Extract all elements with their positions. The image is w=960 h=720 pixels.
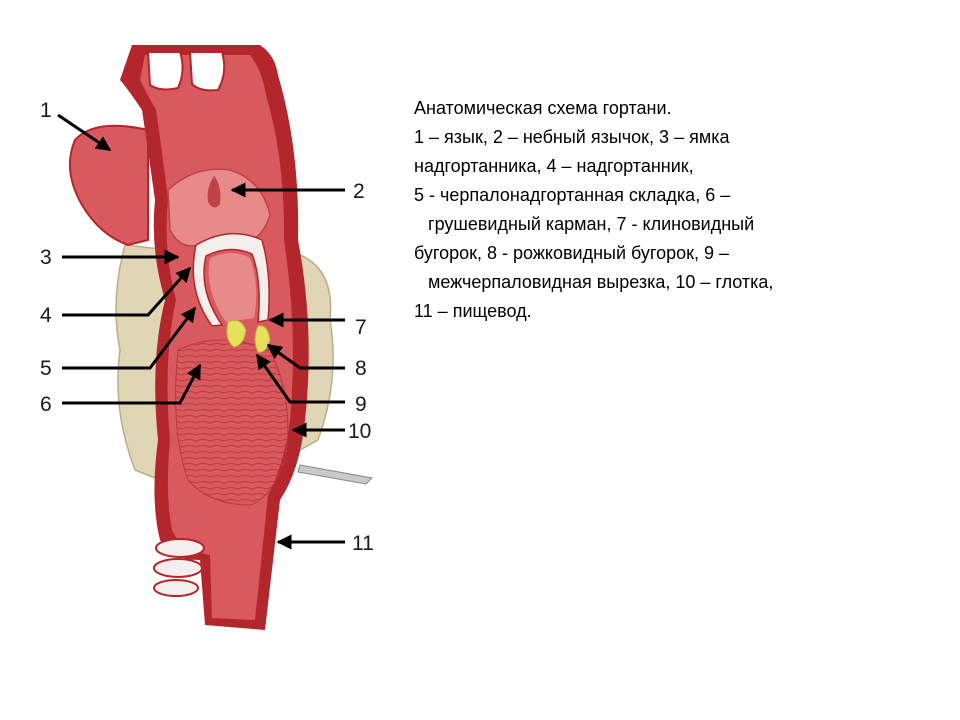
caption-line: надгортанника, 4 – надгортанник, (414, 156, 694, 176)
tracheal-rings (153, 538, 205, 597)
caption-line: межчерпаловидная вырезка, 10 – глотка, (428, 272, 774, 292)
figure-caption: Анатомическая схема гортани. 1 – язык, 2… (414, 94, 934, 326)
caption-line: грушевидный карман, 7 - клиновидный (428, 214, 755, 234)
label-9: 9 (355, 393, 367, 416)
label-8: 8 (355, 357, 367, 380)
label-7: 7 (355, 316, 367, 339)
probe (297, 464, 374, 485)
label-10: 10 (348, 420, 371, 443)
arrow-9 (255, 353, 345, 404)
label-1: 1 (40, 99, 52, 122)
tongue (68, 124, 149, 247)
caption-line: 11 – пищевод. (414, 301, 532, 321)
uvula (207, 176, 221, 208)
caption-line: бугорок, 8 - рожковидный бугорок, 9 – (414, 243, 730, 263)
arrow-1 (57, 113, 112, 152)
epiglottis (192, 232, 270, 327)
label-6: 6 (40, 393, 52, 416)
cuneiform-tubercle (226, 319, 247, 348)
label-2: 2 (353, 180, 365, 203)
corniculate-tubercle (254, 325, 271, 353)
arrow-8 (266, 343, 345, 370)
label-3: 3 (40, 246, 52, 269)
arrow-4 (62, 266, 192, 317)
laryngeal-folds (175, 339, 289, 506)
label-4: 4 (40, 304, 52, 327)
label-5: 5 (40, 357, 52, 380)
caption-line: 5 - черпалонадгортанная складка, 6 – (414, 185, 731, 205)
nasal-opening-right (188, 51, 226, 92)
caption-line: 1 – язык, 2 – небный язычок, 3 – ямка (414, 127, 730, 147)
nasal-opening-left (146, 51, 184, 91)
arrow-5 (62, 306, 197, 370)
epiglottis-inner (208, 253, 257, 322)
label-numbers: 1 2 3 4 5 6 7 8 9 10 11 (40, 99, 374, 555)
label-arrows (57, 113, 345, 550)
label-11: 11 (352, 532, 374, 555)
arrow-6 (62, 363, 202, 405)
caption-title: Анатомическая схема гортани. (414, 98, 672, 118)
